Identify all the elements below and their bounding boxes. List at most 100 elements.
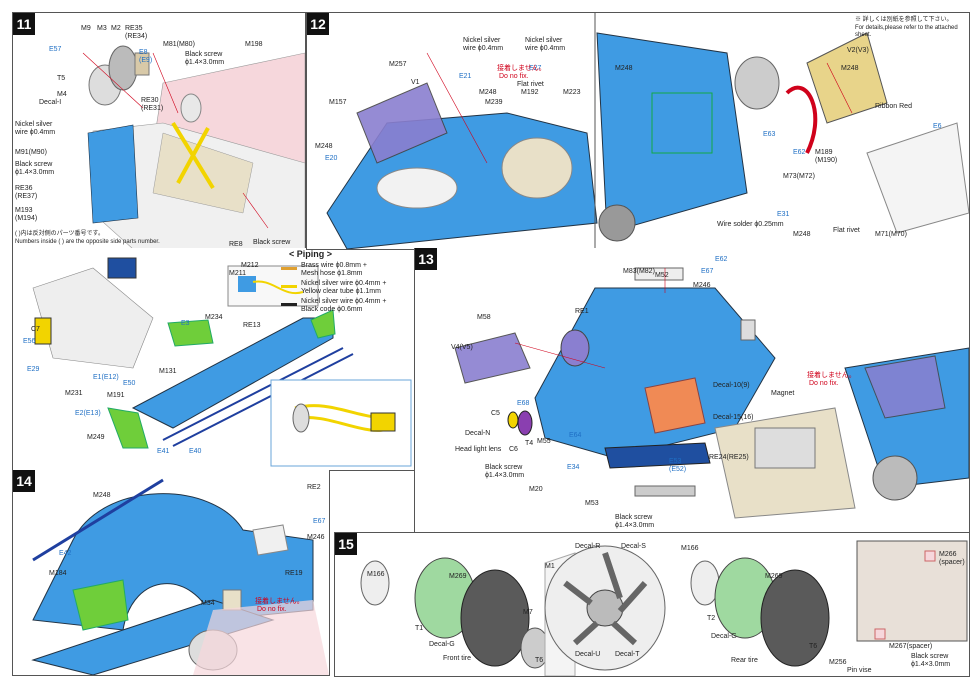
label-c6: C6 [509, 446, 518, 453]
label-m58: M58 [477, 314, 491, 321]
label-e52: (E52) [669, 466, 687, 473]
label-m246: M246 [307, 534, 325, 541]
note-nofix-jp: 接着しません。 [255, 598, 304, 605]
label-m194: (M194) [15, 215, 38, 222]
label-m248-b: M248 [479, 89, 497, 96]
label-black-screw-2-dim: ϕ1.4×3.0mm [15, 169, 55, 176]
label-t2: T2 [707, 615, 716, 622]
note-nofix-jp: 接着しません。 [807, 372, 856, 379]
label-m3: M3 [97, 25, 107, 32]
label-t5: T5 [57, 75, 66, 82]
label-c5: C5 [491, 410, 500, 417]
label-e57: E57 [49, 46, 62, 53]
label-m231: M231 [65, 390, 83, 397]
note-opposite-jp: ( )内は反対側のパーツ番号です。 [15, 231, 104, 237]
label-black-screw: Black screw [485, 464, 523, 471]
label-m9: M9 [81, 25, 91, 32]
label-e9: (E9) [139, 57, 153, 64]
step-number: 11 [13, 13, 35, 35]
label-m257: M257 [389, 61, 407, 68]
label-e21: E21 [459, 73, 472, 80]
label-e53: E53 [669, 458, 682, 465]
label-e6: E6 [933, 123, 942, 130]
label-e50: E50 [123, 380, 136, 387]
label-e27: E27 [529, 65, 542, 72]
piping-item-line1: Brass wire ϕ0.8mm + [301, 262, 367, 269]
label-m256: M256 [829, 659, 847, 666]
label-black-screw-1: Black screw [185, 51, 223, 58]
piping-item: Brass wire ϕ0.8mm + Mesh hose ϕ1.8mm [281, 262, 415, 280]
label-m34: M34 [201, 600, 215, 607]
brass-wire-swatch-icon [281, 267, 297, 270]
label-e63: E63 [763, 131, 776, 138]
label-decal-15: Decal-15(16) [713, 414, 754, 421]
label-re8: RE8 [229, 241, 243, 248]
label-m234: M234 [205, 314, 223, 321]
label-decal-i: Decal-I [39, 99, 62, 106]
label-m190: (M190) [815, 157, 838, 164]
label-ribbon-red: Ribbon Red [875, 103, 912, 110]
label-decal-10: Decal-10(9) [713, 382, 750, 389]
label-black-screw-dim: ϕ1.4×3.0mm [485, 472, 525, 479]
note-nofix-en: Do no fix. [499, 73, 529, 80]
label-m191: M191 [107, 392, 125, 399]
label-decal-r: Decal-R [575, 543, 601, 550]
label-e67: E67 [701, 268, 714, 275]
label-t6-a: T6 [535, 657, 544, 664]
label-black-screw-1-dim: ϕ1.4×3.0mm [185, 59, 225, 66]
piping-legend: Brass wire ϕ0.8mm + Mesh hose ϕ1.8mm Nic… [281, 262, 415, 316]
label-m55: M55 [537, 438, 551, 445]
label-pin-vise: Pin vise [847, 667, 872, 674]
step-number: 15 [335, 533, 357, 555]
label-nickel-2-dim: wire ϕ0.4mm [525, 45, 566, 52]
label-head-light-lens: Head light lens [455, 446, 502, 453]
step-number: 12 [307, 13, 329, 35]
label-decal-t: Decal-T [615, 651, 640, 658]
piping-item: Nickel silver wire ϕ0.4mm + Black code ϕ… [281, 298, 415, 316]
label-c7: C7 [31, 326, 40, 333]
label-t4: T4 [525, 440, 534, 447]
label-black-screw-2: Black screw [15, 161, 53, 168]
label-e62: E62 [793, 149, 806, 156]
label-m248-e: M248 [793, 231, 811, 238]
label-m81: M81(M80) [163, 41, 195, 48]
step-number: 14 [13, 470, 35, 492]
note-attached-en: For details,please refer to the attached… [855, 25, 958, 38]
label-m269-b: M269 [765, 573, 783, 580]
label-e41: E41 [157, 448, 170, 455]
label-m223: M223 [563, 89, 581, 96]
label-black-screw-2: Black screw [615, 514, 653, 521]
label-m248: M248 [93, 492, 111, 499]
note-opposite-en: Numbers inside ( ) are the opposite side… [15, 239, 160, 245]
label-m73: M73(M72) [783, 173, 815, 180]
label-m4: M4 [57, 91, 67, 98]
label-m248-a: M248 [315, 143, 333, 150]
label-m249: M249 [87, 434, 105, 441]
label-magnet: Magnet [771, 390, 795, 397]
label-m184: M184 [49, 570, 67, 577]
label-e64: E64 [569, 432, 582, 439]
label-e42: E42 [59, 550, 72, 557]
label-nickel-1-dim: wire ϕ0.4mm [463, 45, 504, 52]
label-e20: E20 [325, 155, 338, 162]
wing-illustration [32, 257, 412, 467]
label-decal-g-1: Decal-G [429, 641, 455, 648]
note-attached-jp: ※ 詳しくは別紙を参照して下さい。 [855, 17, 953, 23]
label-decal-g-2: Decal-G [711, 633, 737, 640]
label-re36: RE36 [15, 185, 33, 192]
label-m1: M1 [545, 563, 555, 570]
piping-item-line2: Mesh hose ϕ1.8mm [301, 270, 363, 277]
step-number: 13 [415, 248, 437, 270]
note-nofix-en: Do no fix. [809, 380, 839, 387]
label-e29: E29 [27, 366, 40, 373]
label-m2: M2 [111, 25, 121, 32]
label-decal-u: Decal-U [575, 651, 601, 658]
piping-item-line1: Nickel silver wire ϕ0.4mm + [301, 298, 387, 305]
label-re2: RE2 [307, 484, 321, 491]
label-m212: M212 [241, 262, 259, 269]
label-spacer: (spacer) [939, 559, 965, 566]
step-13-illustration [454, 267, 969, 519]
step-14-panel: 14 M248 RE2 E42 E67 M246 M184 RE19 M34 接… [12, 470, 330, 676]
label-e8: E8 [139, 49, 148, 56]
label-e34: E34 [567, 464, 580, 471]
